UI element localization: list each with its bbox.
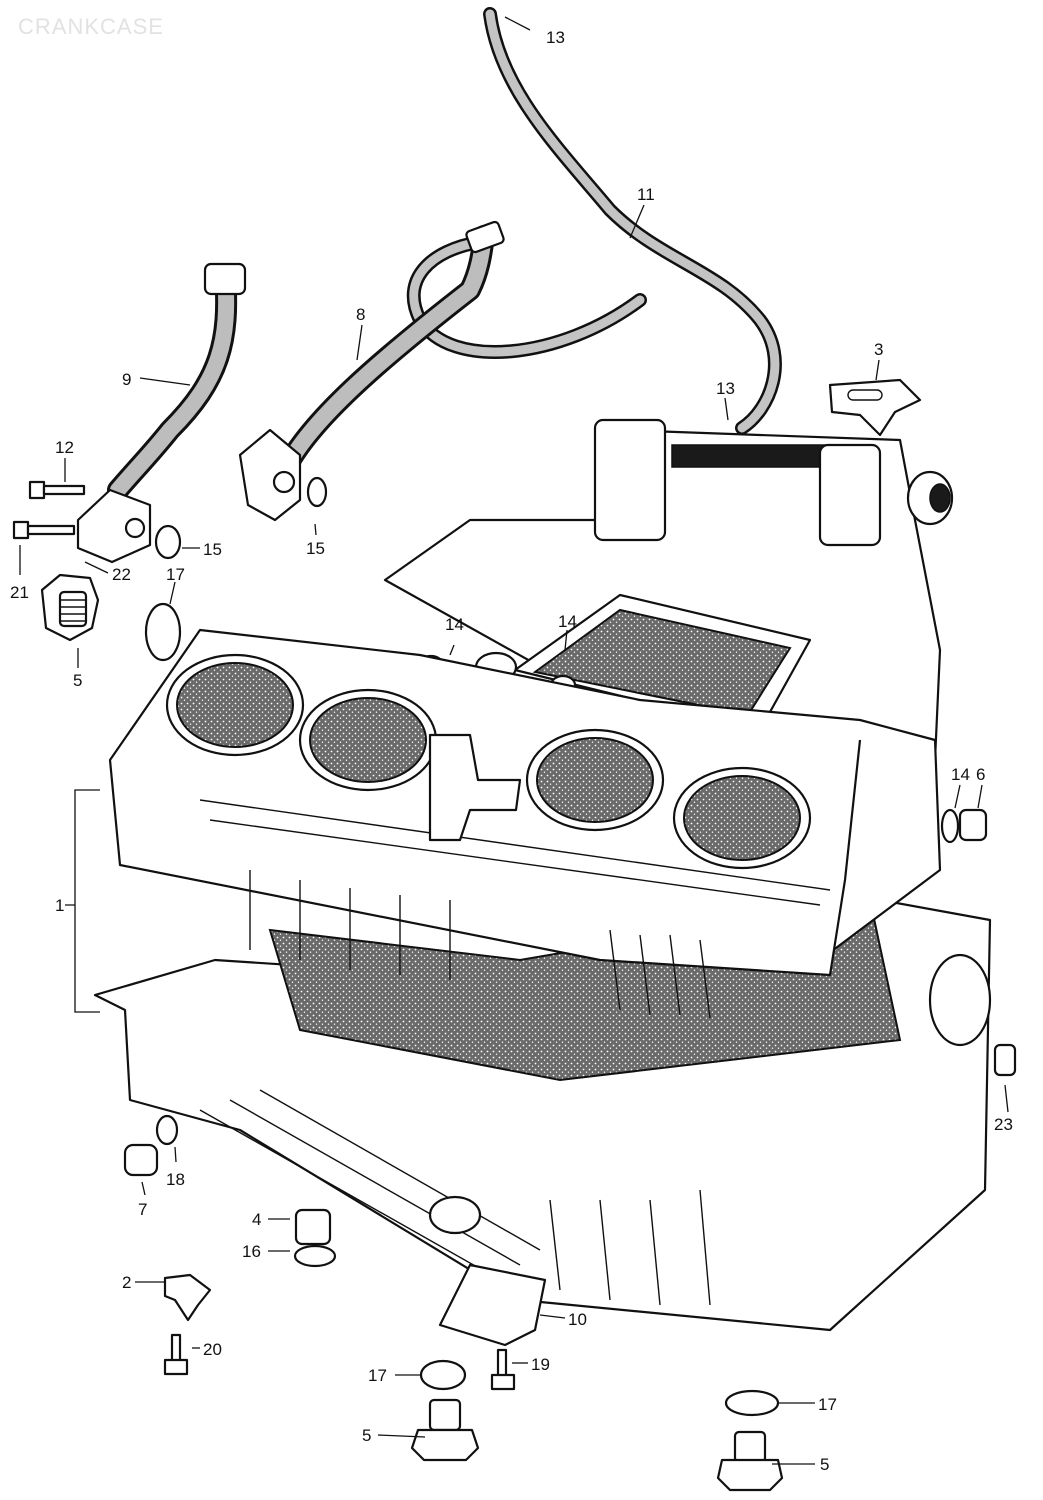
callout-13-top: 13 [546,28,565,47]
callout-22: 22 [112,565,131,584]
callout-15-right: 15 [306,539,325,558]
callout-23: 23 [994,1115,1013,1134]
callout-10: 10 [568,1310,587,1329]
bracket-2 [163,1273,212,1322]
bolt-12 [28,480,86,500]
callout-2: 2 [122,1273,131,1292]
oil-hose-9 [76,262,247,564]
callout-17-right: 17 [818,1395,837,1414]
bolt-20 [163,1333,189,1376]
breather-hose-11 [406,7,782,435]
callout-14-mid: 14 [558,612,577,631]
callout-12: 12 [55,438,74,457]
callout-20: 20 [203,1340,222,1359]
diagram-title: CRANKCASE [18,14,164,39]
callout-4: 4 [252,1210,261,1229]
callout-8: 8 [356,305,365,324]
callout-21: 21 [10,583,29,602]
callout-14-left: 14 [445,615,464,634]
o-ring-17-mid [419,1359,467,1391]
callout-5-mid: 5 [362,1426,371,1445]
callout-16: 16 [242,1242,261,1261]
callout-1: 1 [55,896,64,915]
leader-lines [19,16,1009,1465]
callout-18: 18 [166,1170,185,1189]
callout-14-right: 14 [951,765,970,784]
plug-7 [123,1143,159,1177]
o-ring-15-left [154,524,182,560]
callout-7: 7 [138,1200,147,1219]
drain-plug-5-left [40,573,100,642]
oil-hose-8 [238,220,505,522]
drain-plug-5-right [716,1430,784,1492]
bracket-3 [828,378,922,437]
callout-17-top: 17 [166,565,185,584]
crankcase-1 [93,418,992,1332]
callout-19: 19 [531,1355,550,1374]
collar-4 [294,1208,332,1246]
o-ring-17-top [144,602,182,662]
callout-9: 9 [122,370,131,389]
drain-plug-5-mid [410,1398,480,1462]
callout-15-left: 15 [203,540,222,559]
bolt-21 [12,520,76,540]
callout-5-right: 5 [820,1455,829,1474]
callout-5-left: 5 [73,671,82,690]
plate-10 [438,1263,547,1347]
dowel-23 [993,1043,1017,1077]
o-ring-17-right [724,1389,780,1417]
o-ring-15-right [306,476,328,508]
callout-3: 3 [874,340,883,359]
o-ring-16 [293,1244,337,1268]
callout-11: 11 [637,185,655,204]
o-ring-18 [155,1114,179,1146]
callout-13-mid: 13 [716,379,735,398]
cap-6 [958,808,988,842]
callout-17-mid: 17 [368,1366,387,1385]
o-ring-14-right [940,808,960,844]
callout-6: 6 [976,765,985,784]
callout-numbers: 13 11 8 3 9 13 12 15 15 21 22 17 5 14 14… [10,28,1013,1474]
bolt-19 [490,1348,516,1391]
